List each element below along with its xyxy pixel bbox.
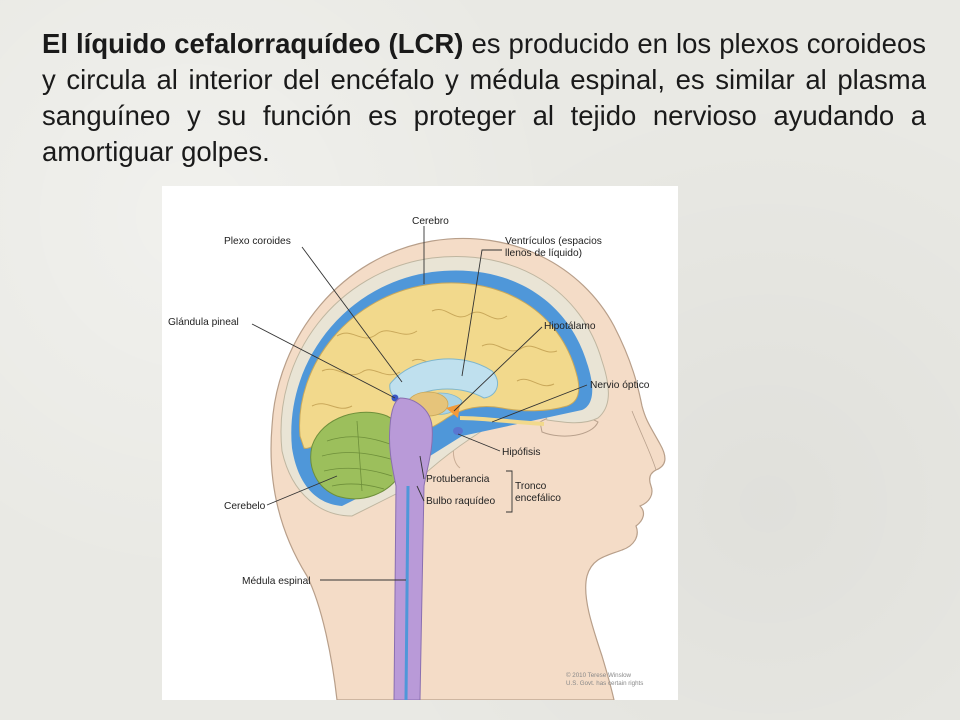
pituitary-gland	[453, 427, 463, 435]
label-hipofisis: Hipófisis	[502, 447, 541, 458]
label-protuberancia: Protuberancia	[426, 474, 490, 485]
optic-nerve	[459, 416, 545, 426]
paragraph-lead-term: El líquido cefalorraquídeo (LCR)	[42, 28, 464, 59]
label-ventriculos-line2: llenos de líquido)	[505, 248, 582, 259]
label-medula-espinal: Médula espinal	[242, 576, 311, 587]
cerebellum-folia	[321, 420, 395, 492]
spinal-canal-csf	[404, 485, 410, 700]
label-cerebro: Cerebro	[412, 216, 449, 227]
brain-diagram: Cerebro Plexo coroides Ventrículos (espa…	[168, 216, 666, 700]
leader-lines	[251, 226, 588, 581]
credit-line2: U.S. Govt. has certain rights	[566, 680, 643, 687]
hypothalamus	[446, 404, 460, 418]
paragraph-body: es producido en los plexos coroideos y c…	[42, 28, 926, 167]
label-nervio-optico: Nervio óptico	[590, 380, 650, 391]
brain-anatomy-figure: Cerebro Plexo coroides Ventrículos (espa…	[162, 186, 678, 700]
label-glandula-pineal: Glándula pineal	[168, 317, 239, 328]
gyri	[311, 309, 558, 409]
label-bulbo-raquideo: Bulbo raquídeo	[426, 496, 495, 507]
label-tronco-line1: Tronco	[515, 481, 547, 492]
credit-line1: © 2010 Terese Winslow	[566, 672, 632, 679]
nose-line	[631, 410, 657, 471]
label-ventriculos-line1: Ventrículos (espacios	[505, 236, 602, 247]
label-cerebelo: Cerebelo	[224, 501, 266, 512]
label-plexo-coroides: Plexo coroides	[224, 236, 291, 247]
brainstem	[389, 397, 433, 700]
label-hipotalamo: Hipotálamo	[544, 321, 596, 332]
label-tronco-line2: encefálico	[515, 493, 561, 504]
intro-paragraph: El líquido cefalorraquídeo (LCR) es prod…	[42, 26, 926, 170]
